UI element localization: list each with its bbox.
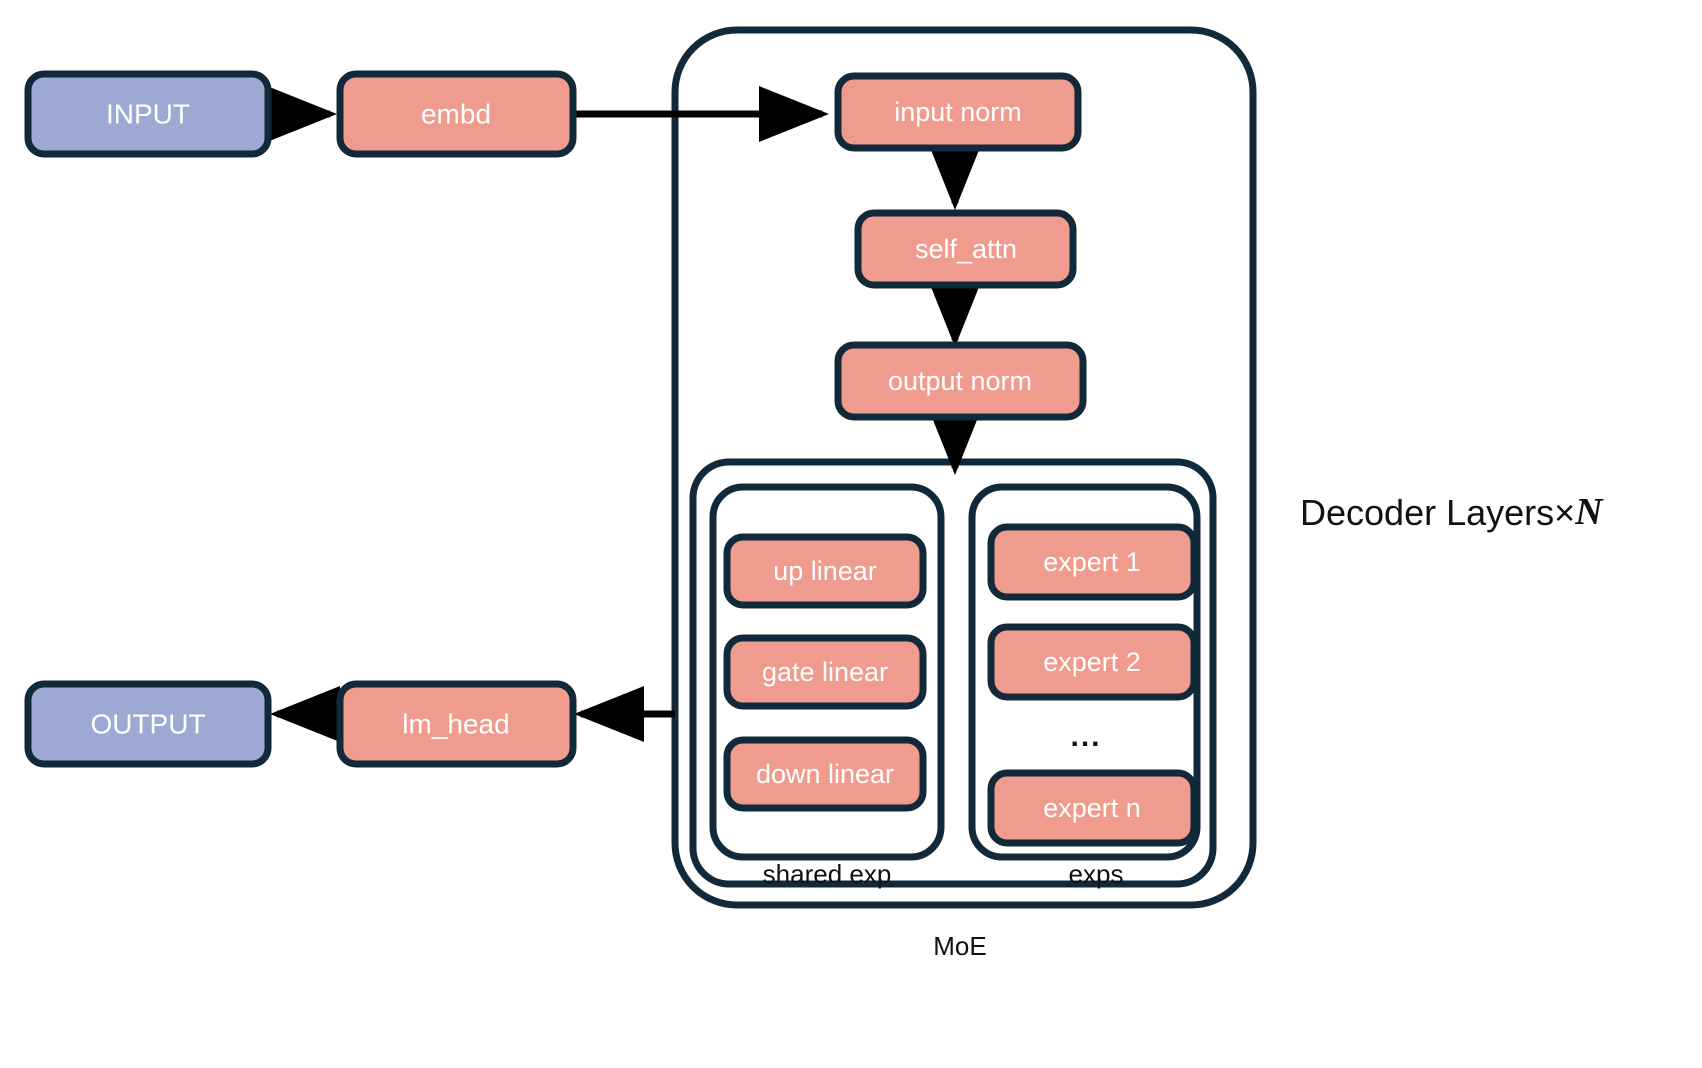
node-output[interactable]: OUTPUT xyxy=(24,680,272,768)
node-output-rect[interactable] xyxy=(24,680,272,768)
node-expert-2-rect[interactable] xyxy=(987,623,1198,701)
node-down-linear-label: down linear xyxy=(756,759,894,789)
node-self-attn-rect[interactable] xyxy=(854,209,1077,289)
node-embd[interactable]: embd xyxy=(336,70,577,158)
shared-exp-group-label: shared exp xyxy=(763,859,892,889)
moe-group-label: MoE xyxy=(933,931,986,961)
node-gate-linear-label: gate linear xyxy=(762,657,888,687)
node-gate-linear-rect[interactable] xyxy=(723,634,927,710)
node-lm-head[interactable]: lm_head xyxy=(336,680,577,768)
decoder-layers-container xyxy=(671,26,1257,909)
node-input-label: INPUT xyxy=(106,98,190,129)
node-expert-1-label: expert 1 xyxy=(1043,547,1141,577)
node-input-norm[interactable]: input norm xyxy=(834,72,1082,152)
shared-exp-container xyxy=(709,483,945,861)
node-output-label: OUTPUT xyxy=(90,708,205,739)
experts-ellipsis-label: ... xyxy=(1070,720,1101,753)
decoder-layers-label-prefix: Decoder Layers× xyxy=(1300,492,1575,533)
node-expert-n-rect[interactable] xyxy=(987,769,1198,847)
node-lm-head-label: lm_head xyxy=(402,708,509,739)
node-up-linear-label: up linear xyxy=(773,556,877,586)
exps-group-label: exps xyxy=(1069,859,1124,889)
node-input[interactable]: INPUT xyxy=(24,70,272,158)
node-up-linear[interactable]: up linear xyxy=(723,533,927,609)
node-input-rect[interactable] xyxy=(24,70,272,158)
node-output-norm[interactable]: output norm xyxy=(834,341,1087,421)
node-expert-1-rect[interactable] xyxy=(987,523,1198,601)
node-embd-label: embd xyxy=(421,98,491,129)
node-input-norm-rect[interactable] xyxy=(834,72,1082,152)
node-expert-1[interactable]: expert 1 xyxy=(987,523,1198,601)
node-up-linear-rect[interactable] xyxy=(723,533,927,609)
node-embd-rect[interactable] xyxy=(336,70,577,158)
node-down-linear[interactable]: down linear xyxy=(723,736,927,812)
decoder-layers-label-var: N xyxy=(1574,491,1604,533)
node-lm-head-rect[interactable] xyxy=(336,680,577,768)
node-self-attn[interactable]: self_attn xyxy=(854,209,1077,289)
node-output-norm-rect[interactable] xyxy=(834,341,1087,421)
node-gate-linear[interactable]: gate linear xyxy=(723,634,927,710)
node-down-linear-rect[interactable] xyxy=(723,736,927,812)
node-output-norm-label: output norm xyxy=(888,366,1032,396)
node-self-attn-label: self_attn xyxy=(915,234,1017,264)
node-expert-2[interactable]: expert 2 xyxy=(987,623,1198,701)
node-expert-n[interactable]: expert n xyxy=(987,769,1198,847)
node-expert-2-label: expert 2 xyxy=(1043,647,1141,677)
node-input-norm-label: input norm xyxy=(894,97,1022,127)
node-expert-n-label: expert n xyxy=(1043,793,1141,823)
decoder-layers-label: Decoder Layers×N xyxy=(1300,491,1604,533)
